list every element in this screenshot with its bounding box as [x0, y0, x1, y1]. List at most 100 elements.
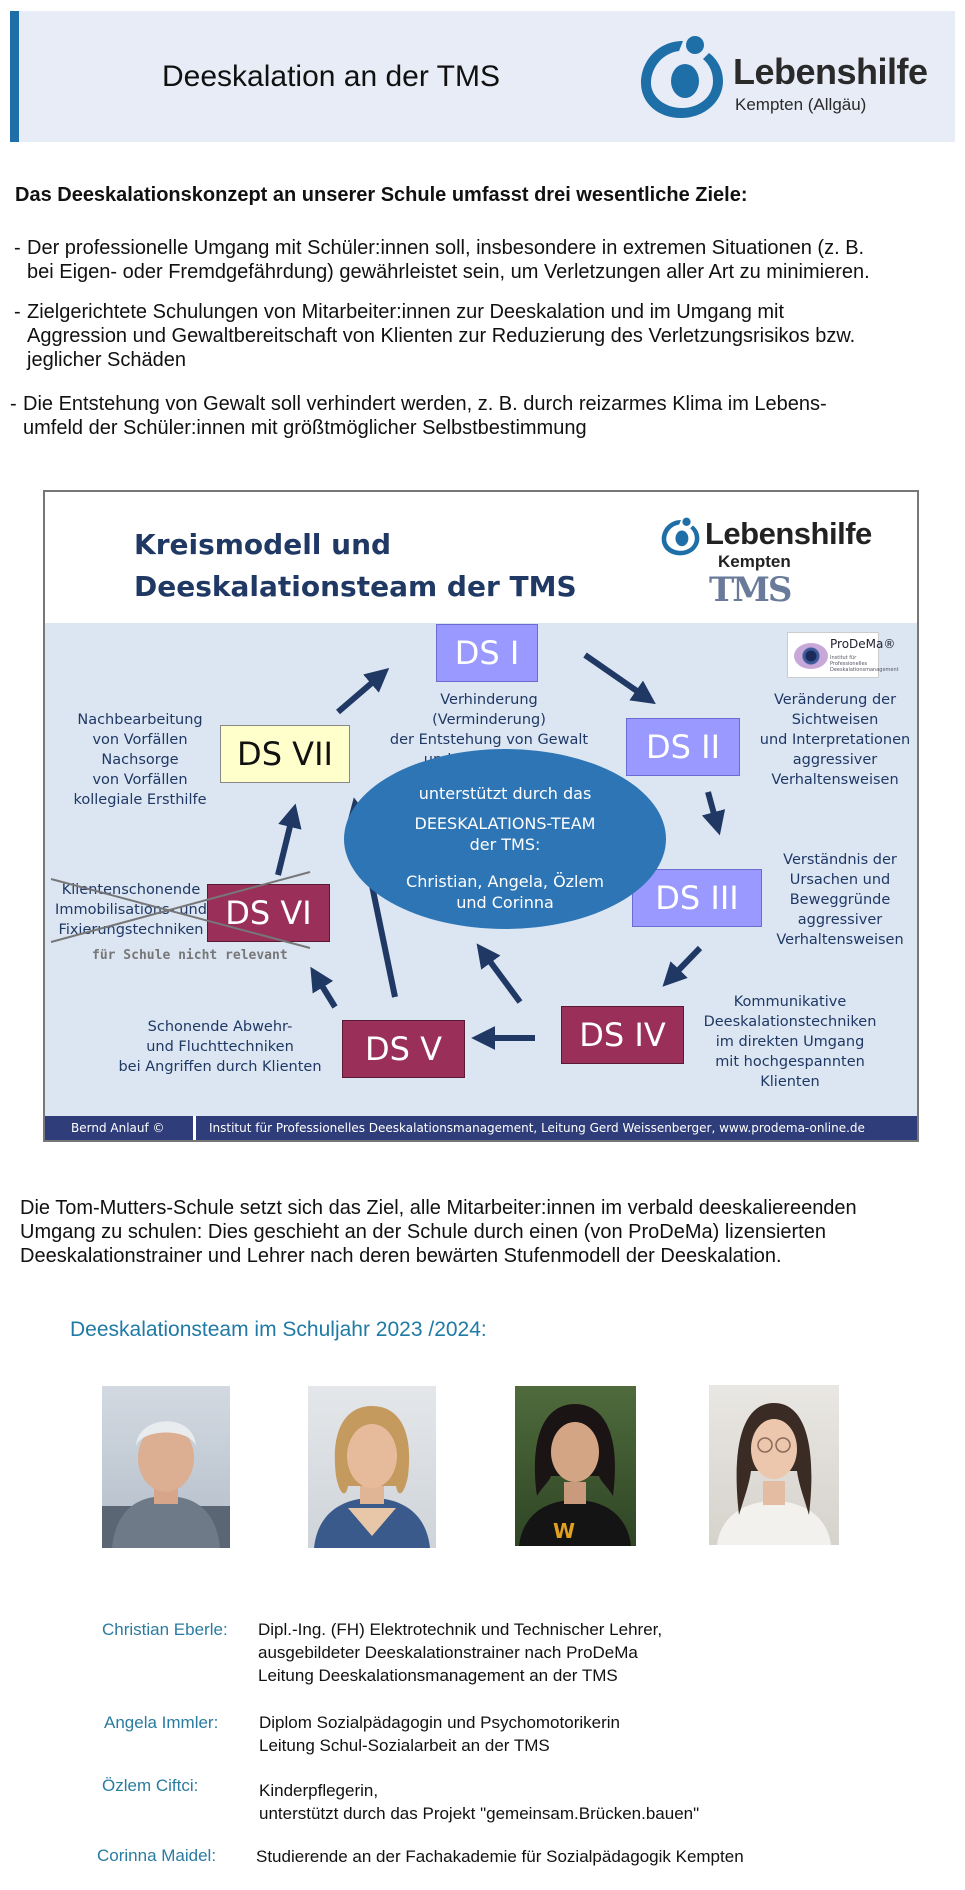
paragraph-line: Deeskalationstrainer und Lehrer nach der… — [20, 1245, 782, 1267]
label-line: Fixierungstechniken — [58, 922, 204, 938]
ellipse-line: der TMS: — [469, 835, 541, 854]
member-name-oezlem: Özlem Ciftci: — [102, 1776, 199, 1795]
stage-ds5: DS V — [342, 1020, 465, 1078]
goal-item: - Der professionelle Umgang mit Schüler:… — [14, 236, 959, 284]
stage-ds2: DS II — [626, 718, 740, 776]
label-line: Nachbearbeitung — [77, 712, 203, 728]
arrow-ds7-ds1 — [336, 667, 390, 715]
member-name-corinna: Corinna Maidel: — [97, 1846, 217, 1865]
goal-item: - Zielgerichtete Schulungen von Mitarbei… — [14, 300, 959, 372]
member-desc-line: unterstützt durch das Projekt "gemeinsam… — [259, 1804, 700, 1823]
ds6-note: für Schule nicht relevant — [92, 948, 288, 963]
label-line: Verständnis der — [783, 852, 897, 868]
stage-ds2-label: Veränderung der Sichtweisen und Interpre… — [755, 690, 915, 790]
page-title: Deeskalation an der TMS — [162, 60, 500, 93]
arrow-ds3-ds4 — [662, 945, 703, 987]
photo-corinna — [709, 1385, 839, 1545]
portrait-image — [102, 1421, 230, 1548]
label-line: Verhinderung (Verminderung) — [432, 692, 546, 728]
stage-ds6: DS VI — [207, 884, 330, 942]
label-line: aggressiver — [797, 912, 883, 928]
stage-ds4-label: Kommunikative Deeskalationstechniken im … — [695, 992, 885, 1092]
bullet-dash: - — [10, 393, 17, 415]
arrow-ds5-ds6 — [310, 966, 338, 1009]
ellipse-line: unterstützt durch das — [418, 784, 592, 803]
prodema-logo: ProDeMa® Institut für Professionelles De… — [787, 632, 899, 678]
label-line: Sichtweisen — [791, 712, 879, 728]
label-line: kollegiale Ersthilfe — [73, 792, 207, 808]
label-line: bei Angriffen durch Klienten — [118, 1059, 322, 1075]
prodema-tagline: Institut für Professionelles Deeskalatio… — [830, 655, 899, 673]
member-desc-line: ausgebildeter Deeskalationstrainer nach … — [258, 1643, 638, 1662]
goal-line: jeglicher Schäden — [27, 349, 186, 371]
label-line: Verhaltensweisen — [776, 932, 904, 948]
label-line: Klientenschonende — [61, 882, 201, 898]
ds6-strike-cross — [50, 871, 311, 949]
lebenshilfe-logo-icon — [661, 517, 700, 556]
member-desc-angela: Diplom Sozialpädagogin und Psychomotorik… — [259, 1711, 620, 1757]
deescalation-team-ellipse: unterstützt durch das DEESKALATIONS-TEAM… — [344, 749, 666, 929]
diagram-title-line: Deeskalationsteam der TMS — [134, 570, 577, 603]
label-line: Ursachen und — [789, 872, 891, 888]
header-accent-bar — [10, 11, 19, 142]
label-line: Beweggründe — [789, 892, 891, 908]
lebenshilfe-logo: Lebenshilfe Kempten (Allgäu) — [633, 33, 933, 123]
goal-line: bei Eigen- oder Fremdgefährdung) gewährl… — [27, 261, 870, 283]
member-desc-line: Diplom Sozialpädagogin und Psychomotorik… — [259, 1713, 620, 1732]
bullet-dash: - — [14, 301, 21, 323]
label-line: Klienten — [760, 1074, 820, 1090]
ellipse-line: Christian, Angela, Özlem — [406, 872, 604, 891]
goal-line: umfeld der Schüler:innen mit größtmöglic… — [23, 417, 587, 439]
portrait-image — [314, 1406, 430, 1548]
diagram-logo-wordmark: Lebenshilfe — [705, 516, 872, 551]
photo-oezlem: W — [515, 1386, 636, 1546]
member-name-christian: Christian Eberle: — [102, 1620, 228, 1639]
ellipse-team-title: DEESKALATIONS-TEAM der TMS: — [344, 813, 666, 855]
goal-line: Die Entstehung von Gewalt soll verhinder… — [23, 393, 827, 415]
member-desc-line: Dipl.-Ing. (FH) Elektrotechnik und Techn… — [258, 1620, 663, 1639]
portrait-image: W — [519, 1404, 631, 1546]
label-line: von Vorfällen — [92, 732, 188, 748]
label-line: der Entstehung von Gewalt — [389, 732, 589, 748]
diagram-logo-subtitle: Kempten — [718, 552, 791, 571]
ellipse-line: DEESKALATIONS-TEAM — [414, 814, 596, 833]
label-line: und Fluchttechniken — [146, 1039, 294, 1055]
label-line: Verhaltensweisen — [771, 772, 899, 788]
member-desc-line: Leitung Schul-Sozialarbeit an der TMS — [259, 1736, 550, 1755]
member-desc-line: Studierende an der Fachakademie für Sozi… — [256, 1847, 744, 1866]
stage-ds5-label: Schonende Abwehr- und Fluchttechniken be… — [110, 1017, 330, 1077]
ellipse-line: und Corinna — [456, 893, 554, 912]
prodema-wordmark: ProDeMa® — [830, 637, 896, 651]
stage-ds4: DS IV — [561, 1006, 684, 1064]
stage-ds1: DS I — [436, 624, 538, 682]
member-name-angela: Angela Immler: — [104, 1713, 219, 1732]
label-line: von Vorfällen — [92, 772, 188, 788]
footer-divider — [193, 1116, 196, 1140]
paragraph-line: Die Tom-Mutters-Schule setzt sich das Zi… — [20, 1197, 857, 1219]
team-heading: Deeskalationsteam im Schuljahr 2023 /202… — [70, 1318, 487, 1341]
intro-heading: Das Deeskalationskonzept an unserer Schu… — [15, 184, 748, 206]
stage-ds3-label: Verständnis der Ursachen und Beweggründe… — [775, 850, 905, 950]
label-line: aggressiver — [792, 752, 878, 768]
goal-item: - Die Entstehung von Gewalt soll verhind… — [10, 392, 955, 440]
diagram-title: Kreismodell und Deeskalationsteam der TM… — [134, 524, 594, 608]
tms-logo: TMS — [709, 570, 792, 610]
label-line: Immobilisations- und — [55, 902, 207, 918]
paragraph-line: Umgang zu schulen: Dies geschieht an der… — [20, 1221, 826, 1243]
diagram-lebenshilfe-logo: Lebenshilfe Kempten TMS — [658, 510, 898, 610]
diagram-header: Kreismodell und Deeskalationsteam der TM… — [45, 492, 917, 623]
diagram-footer: Bernd Anlauf © Institut für Professionel… — [45, 1116, 917, 1140]
svg-text:W: W — [553, 1519, 575, 1543]
member-desc-oezlem: Kinderpflegerin, unterstützt durch das P… — [259, 1779, 699, 1825]
stage-ds6-label: Klientenschonende Immobilisations- und F… — [46, 880, 216, 940]
member-desc-line: Leitung Deeskalationsmanagement an der T… — [258, 1666, 618, 1685]
goal-line: Aggression und Gewaltbereitschaft von Kl… — [27, 325, 856, 347]
training-paragraph: Die Tom-Mutters-Schule setzt sich das Zi… — [20, 1196, 950, 1268]
ellipse-team-names: Christian, Angela, Özlem und Corinna — [344, 871, 666, 913]
photo-christian — [102, 1386, 230, 1548]
arrow-ds1-ds2 — [583, 652, 656, 705]
arrow-ds2-ds3 — [701, 791, 726, 836]
label-line: Nachsorge — [101, 752, 179, 768]
footer-institute: Institut für Professionelles Deeskalatio… — [209, 1121, 865, 1135]
stage-ds7-label: Nachbearbeitung von Vorfällen Nachsorge … — [60, 710, 220, 810]
